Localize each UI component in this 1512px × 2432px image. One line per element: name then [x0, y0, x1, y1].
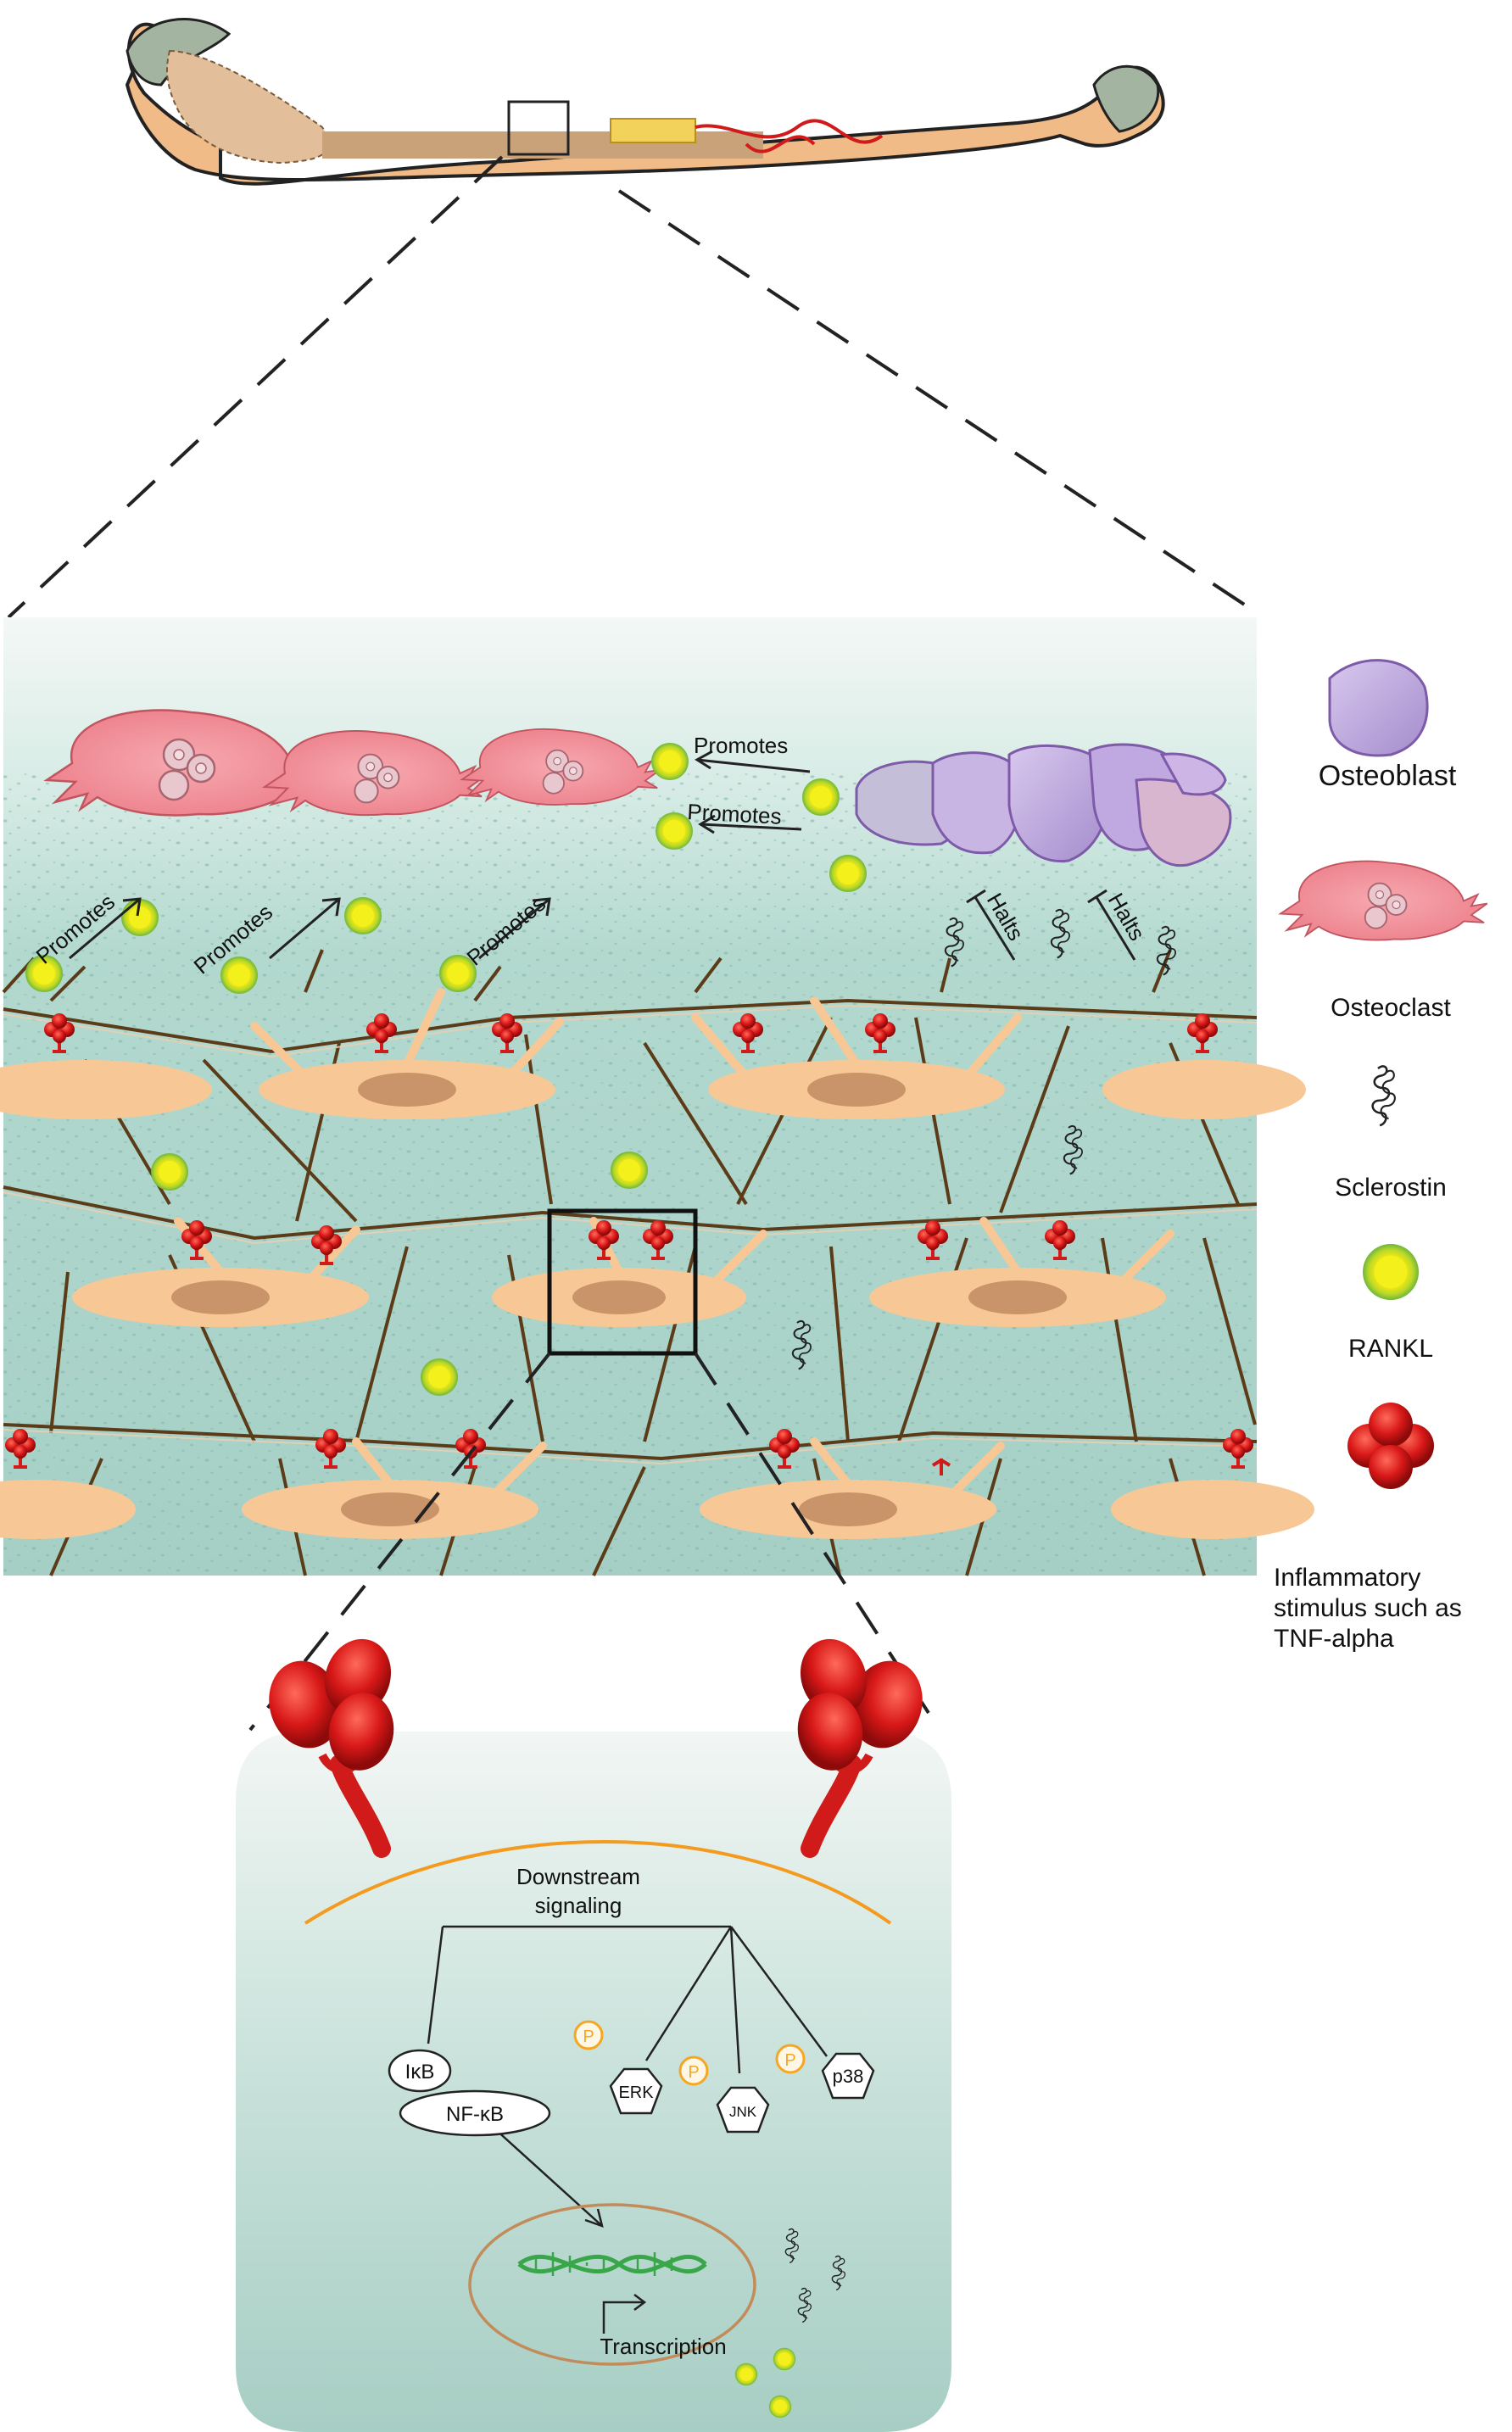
legend-inflammatory-line1: Inflammatory	[1274, 1564, 1420, 1592]
legend-osteoclast-label: Osteoclast	[1331, 994, 1451, 1022]
zoom-box-inner	[547, 1208, 698, 1356]
downstream-signaling-line2: signaling	[535, 1893, 622, 1918]
promotes-label-1: Promotes	[694, 733, 788, 758]
signal-tree	[427, 1925, 829, 2334]
promotes-arrows	[69, 750, 811, 960]
nfkb-label: NF-κB	[446, 2103, 504, 2126]
phospho-3-label: P	[784, 2051, 795, 2070]
promotes-label-2: Promotes	[687, 799, 783, 829]
nucleus	[468, 2203, 756, 2366]
jnk-label: JNK	[729, 2104, 757, 2120]
osteocytes	[0, 1060, 1314, 1539]
legend-rankl-label: RANKL	[1348, 1335, 1433, 1363]
legend-osteoblast-label: Osteoblast	[1319, 760, 1457, 792]
transcription-label: Transcription	[600, 2334, 726, 2359]
p38-label: p38	[833, 2066, 864, 2087]
legend-sclerostin-label: Sclerostin	[1335, 1174, 1447, 1202]
legend-inflammatory-line3: TNF-alpha	[1274, 1625, 1394, 1653]
zoom-lines-top	[7, 155, 1255, 619]
cell-membrane	[304, 1840, 892, 1925]
legend-osteoblast-icon	[1328, 659, 1429, 757]
bone-tissue-panel: Promotes Promotes Promotes Promotes Prom…	[0, 617, 1314, 1576]
tnf-clusters	[3, 1012, 1255, 1475]
promotes-text-2: Promotes	[687, 799, 783, 829]
legend-inflammatory-line2: stimulus such as	[1274, 1594, 1462, 1622]
legend: Osteoblast Osteoclast Sclerostin RANKL I…	[1274, 659, 1488, 1653]
canaliculi-network	[2, 949, 1258, 1576]
ikb-label: IκB	[405, 2061, 435, 2083]
nfkb-node	[399, 2089, 551, 2137]
erk-label: ERK	[618, 2083, 654, 2102]
legend-inflammatory-icon	[1347, 1403, 1434, 1489]
legend-sclerostin-icon	[1371, 1065, 1397, 1127]
phospho-2-label: P	[688, 2063, 699, 2082]
legend-rankl-icon	[1363, 1244, 1419, 1300]
halts-markers	[966, 889, 1136, 961]
promotes-text-1: Promotes	[694, 733, 788, 758]
signaling-panel: Downstream signaling IκB NF-κB ERK JNK p…	[236, 1630, 951, 2432]
osteoblast-cluster	[855, 743, 1232, 867]
ikb-node	[388, 2049, 452, 2093]
femur-illustration	[125, 18, 1165, 186]
dna-helix	[517, 2252, 707, 2276]
phospho-1-label: P	[583, 2028, 594, 2046]
downstream-signaling-line1: Downstream	[516, 1864, 640, 1889]
legend-osteoclast-icon	[1280, 860, 1488, 941]
zoom-lines-bottom	[248, 1352, 930, 1732]
